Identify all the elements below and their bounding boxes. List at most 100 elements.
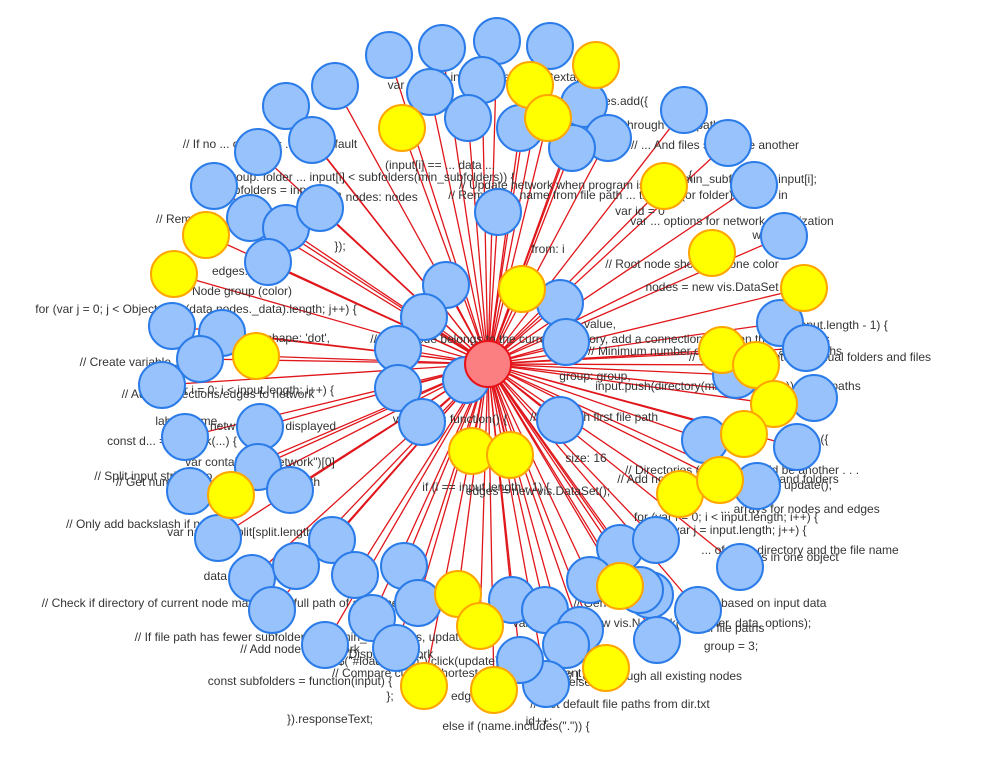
- edge: [487, 117, 549, 365]
- file-node[interactable]: [704, 119, 752, 167]
- file-node[interactable]: [730, 161, 778, 209]
- file-node[interactable]: [234, 128, 282, 176]
- node-label: }).responseText;: [287, 712, 373, 726]
- edges-layer: [161, 40, 815, 691]
- node-label: nodes = new vis.DataSet: [645, 280, 779, 294]
- edge: [311, 139, 489, 365]
- edge: [487, 363, 591, 581]
- folder-node[interactable]: [182, 211, 230, 259]
- folder-node[interactable]: [696, 456, 744, 504]
- file-node[interactable]: [138, 361, 186, 409]
- edge: [487, 363, 581, 631]
- folder-node[interactable]: [732, 341, 780, 389]
- edge: [255, 355, 489, 365]
- file-node[interactable]: [418, 24, 466, 72]
- file-node[interactable]: [633, 616, 681, 664]
- file-node[interactable]: [406, 68, 454, 116]
- file-node[interactable]: [248, 586, 296, 634]
- node-label: for (var j = 0; j < Object.keys(data.nod…: [35, 302, 357, 316]
- file-node[interactable]: [166, 467, 214, 515]
- file-node[interactable]: [773, 423, 821, 471]
- file-node[interactable]: [398, 398, 446, 446]
- file-node[interactable]: [716, 543, 764, 591]
- folder-node[interactable]: [688, 229, 736, 277]
- node-label: const subfolders = function(input) {: [208, 674, 392, 688]
- file-node[interactable]: [674, 586, 722, 634]
- node-label: // Update network when program is starte…: [459, 178, 685, 192]
- file-node[interactable]: [311, 62, 359, 110]
- file-node[interactable]: [244, 238, 292, 286]
- folder-node[interactable]: [232, 332, 280, 380]
- file-node[interactable]: [542, 621, 590, 669]
- file-node[interactable]: [372, 624, 420, 672]
- edge: [417, 363, 489, 604]
- edge: [487, 363, 741, 568]
- folder-node[interactable]: [470, 666, 518, 714]
- file-node[interactable]: [374, 364, 422, 412]
- file-node[interactable]: [660, 86, 708, 134]
- file-node[interactable]: [288, 116, 336, 164]
- file-node[interactable]: [272, 542, 320, 590]
- file-node[interactable]: [760, 212, 808, 260]
- node-label: };: [386, 689, 393, 703]
- file-node[interactable]: [262, 82, 310, 130]
- folder-node[interactable]: [400, 662, 448, 710]
- folder-node[interactable]: [456, 602, 504, 650]
- file-node[interactable]: [782, 324, 830, 372]
- folder-node[interactable]: [486, 431, 534, 479]
- folder-node[interactable]: [207, 471, 255, 519]
- edge: [487, 252, 713, 365]
- folder-node[interactable]: [640, 162, 688, 210]
- file-node[interactable]: [542, 318, 590, 366]
- file-node[interactable]: [536, 396, 584, 444]
- file-node[interactable]: [365, 31, 413, 79]
- edge: [487, 184, 755, 365]
- node-label: var j = input.length; j++) {: [673, 523, 806, 537]
- node-label: shape: 'dot',: [266, 331, 330, 345]
- folder-node[interactable]: [524, 94, 572, 142]
- file-node[interactable]: [632, 516, 680, 564]
- file-node[interactable]: [394, 579, 442, 627]
- folder-node[interactable]: [572, 41, 620, 89]
- edge: [487, 109, 685, 365]
- folder-node[interactable]: [780, 264, 828, 312]
- file-node[interactable]: [301, 621, 349, 669]
- file-node[interactable]: [400, 293, 448, 341]
- root-node[interactable]: [464, 340, 512, 388]
- node-label: // group: folder ... input[i] < subfolde…: [215, 170, 514, 184]
- folder-node[interactable]: [150, 250, 198, 298]
- edge: [457, 363, 489, 595]
- file-node[interactable]: [266, 466, 314, 514]
- node-label: var id = 0: [615, 204, 665, 218]
- file-node[interactable]: [444, 94, 492, 142]
- edge: [285, 227, 489, 365]
- node-label: if (i == input.length - 1) {: [422, 480, 549, 494]
- file-node[interactable]: [190, 162, 238, 210]
- edge: [487, 363, 681, 495]
- file-node[interactable]: [296, 184, 344, 232]
- edge: [423, 363, 489, 687]
- folder-node[interactable]: [596, 562, 644, 610]
- file-node[interactable]: [308, 516, 356, 564]
- node-label: edges = new vis.DataSet();: [466, 484, 610, 498]
- edge: [184, 363, 489, 438]
- file-node[interactable]: [176, 335, 224, 383]
- file-node[interactable]: [194, 514, 242, 562]
- file-node[interactable]: [161, 413, 209, 461]
- node-label: } nodes: nodes: [338, 190, 417, 204]
- folder-node[interactable]: [720, 410, 768, 458]
- file-node[interactable]: [474, 188, 522, 236]
- file-node[interactable]: [148, 302, 196, 350]
- folder-node[interactable]: [378, 104, 426, 152]
- folder-node[interactable]: [582, 644, 630, 692]
- file-node[interactable]: [331, 551, 379, 599]
- nodes-layer[interactable]: [138, 17, 838, 714]
- folder-node[interactable]: [750, 380, 798, 428]
- file-node[interactable]: [790, 374, 838, 422]
- file-node[interactable]: [526, 22, 574, 70]
- node-label: group: group,: [559, 369, 630, 383]
- folder-node[interactable]: [498, 265, 546, 313]
- edge: [487, 363, 657, 541]
